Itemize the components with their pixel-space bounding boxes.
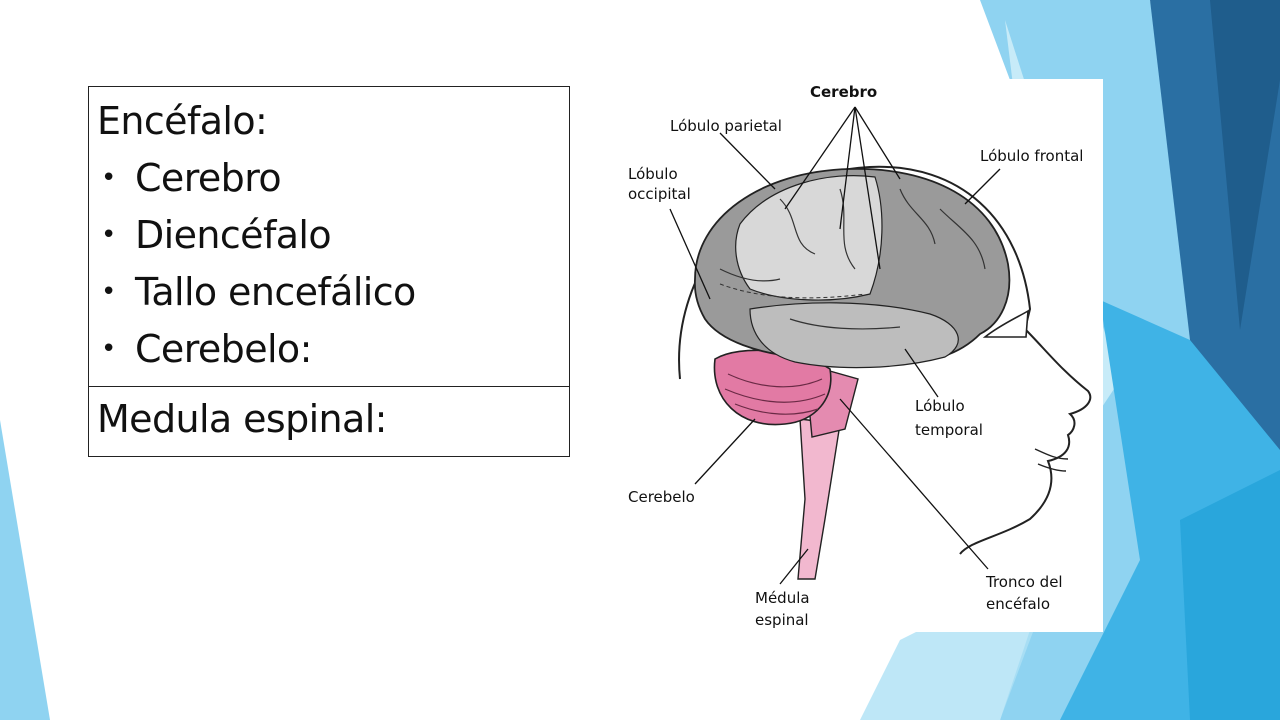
- lips: [1034, 448, 1069, 472]
- bullet: •: [101, 334, 117, 364]
- label-temporal-1: Lóbulo: [915, 397, 965, 415]
- eye-outline: [982, 309, 1029, 338]
- leader-parietal: [719, 132, 776, 190]
- label-medula-2: espinal: [755, 611, 809, 629]
- label-occipital-1: Lóbulo: [628, 165, 678, 183]
- cerebellum-folds: [724, 373, 826, 415]
- leader-medula: [779, 548, 809, 585]
- list-item-label: Cerebro: [135, 156, 282, 200]
- list-item: • Cerebelo:: [97, 321, 559, 378]
- leader-cerebelo: [694, 418, 756, 485]
- label-parietal: Lóbulo parietal: [670, 117, 782, 135]
- list-item-label: Cerebelo:: [135, 327, 312, 371]
- label-occipital-2: occipital: [628, 185, 691, 203]
- leader-cerebro-4: [854, 106, 901, 180]
- label-cerebro: Cerebro: [810, 83, 877, 101]
- leader-cerebro-2: [839, 106, 856, 230]
- spinal-cord-cell: Medula espinal:: [89, 387, 569, 456]
- leader-frontal: [964, 168, 1001, 205]
- label-temporal-2: temporal: [915, 421, 983, 439]
- label-tronco-2: encéfalo: [986, 595, 1050, 613]
- right-facet-deep: [1210, 0, 1280, 330]
- list-item: • Diencéfalo: [97, 207, 559, 264]
- list-item: • Cerebro: [97, 150, 559, 207]
- cerebrum-gyri: [719, 188, 986, 330]
- list-item-label: Tallo encefálico: [135, 270, 416, 314]
- label-cerebelo: Cerebelo: [628, 488, 695, 506]
- leader-occipital: [669, 208, 711, 300]
- label-frontal: Lóbulo frontal: [980, 147, 1083, 165]
- spinal-cord-heading: Medula espinal:: [97, 397, 387, 441]
- encephalon-heading: Encéfalo:: [97, 99, 268, 143]
- left-facet: [0, 420, 50, 720]
- label-medula-1: Médula: [755, 589, 810, 607]
- label-tronco-1: Tronco del: [985, 573, 1063, 591]
- encephalon-list: • Cerebro • Diencéfalo • Tallo encefálic…: [97, 150, 559, 378]
- list-item: • Tallo encefálico: [97, 264, 559, 321]
- spinal-cord-shape: [797, 418, 841, 580]
- brain-illustration: Cerebro Lóbulo parietal Lóbulo frontal L…: [628, 83, 1092, 629]
- encephalon-table: Encéfalo: • Cerebro • Diencéfalo • Tallo…: [88, 86, 570, 457]
- leader-temporal: [904, 348, 939, 398]
- parietal-region: [735, 175, 883, 301]
- bullet: •: [101, 163, 117, 193]
- leader-cerebro-1: [784, 106, 856, 210]
- leader-tronco: [839, 398, 989, 570]
- lobe-boundary: [719, 283, 866, 299]
- list-item-label: Diencéfalo: [135, 213, 332, 257]
- encephalon-cell: Encéfalo: • Cerebro • Diencéfalo • Tallo…: [89, 87, 569, 387]
- brain-diagram: Cerebro Lóbulo parietal Lóbulo frontal L…: [600, 79, 1103, 632]
- bullet: •: [101, 277, 117, 307]
- bullet: •: [101, 220, 117, 250]
- right-facet-bright: [1180, 470, 1280, 720]
- leader-cerebro-3: [854, 106, 881, 270]
